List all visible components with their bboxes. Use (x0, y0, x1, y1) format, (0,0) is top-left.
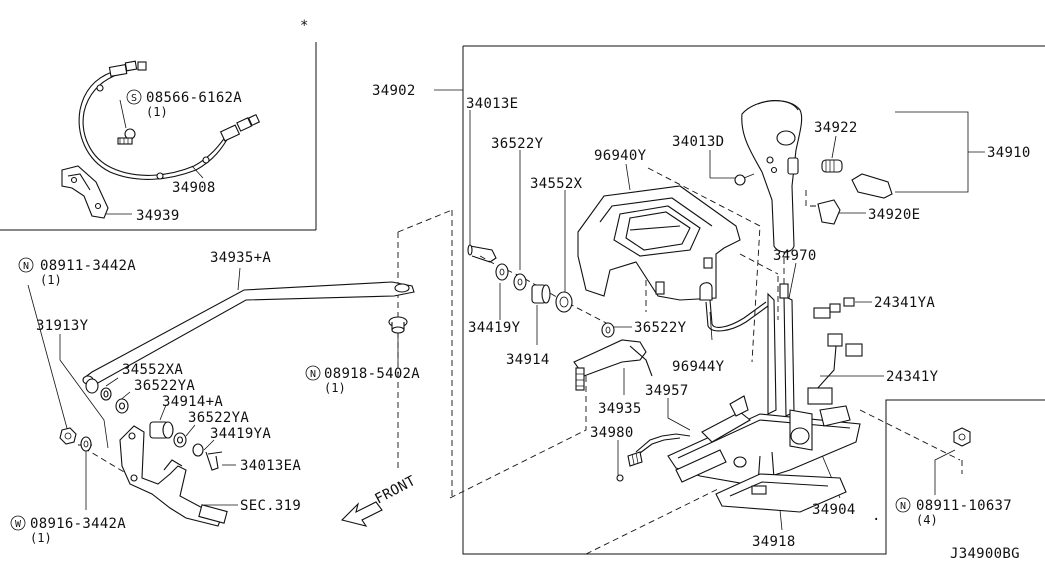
base-plate-34918 (715, 473, 847, 513)
pin-34980 (616, 451, 643, 482)
label-34902: 34902 (372, 83, 416, 99)
label-08916: 08916-3442A (30, 516, 126, 532)
bolt-08566 (117, 128, 136, 145)
label-08911-10637: 08911-10637 (916, 498, 1012, 514)
qty-08566: (1) (146, 105, 168, 119)
connector-24341y (807, 333, 863, 405)
label-36522y-mid: 36522Y (634, 320, 687, 336)
label-34013d: 34013D (672, 134, 724, 150)
bracket-34939 (61, 165, 109, 219)
shift-rod-34935 (573, 339, 653, 391)
label-08911-3442a: 08911-3442A (40, 258, 136, 274)
washer-36522y-mid (601, 322, 615, 338)
nut-08911-10637 (953, 427, 971, 447)
svg-text:W: W (15, 519, 22, 530)
label-36522ya-2: 36522YA (188, 410, 249, 426)
symbol-n-08911-10637: N (895, 497, 911, 513)
label-34552xa: 34552XA (122, 362, 183, 378)
label-34922: 34922 (814, 120, 858, 136)
main-assembly-frame (462, 45, 1045, 555)
symbol-w-08916: W (10, 515, 26, 531)
qty-08911-3442a: (1) (40, 273, 62, 287)
clip-34920e (817, 199, 841, 225)
label-34918: 34918 (752, 534, 796, 550)
label-36522y-top: 36522Y (491, 136, 544, 152)
symbol-s-08566: S (126, 89, 142, 105)
label-34910: 34910 (987, 145, 1031, 161)
grommet-08918 (388, 316, 408, 334)
drawing-id: J34900BG (950, 546, 1020, 562)
label-31913y: 31913Y (36, 318, 89, 334)
lever-assembly-34904 (667, 283, 861, 485)
shift-knob-34910 (741, 100, 803, 253)
label-96940y: 96940Y (594, 148, 647, 164)
label-sec319: SEC.319 (240, 498, 301, 514)
symbol-markers: S N N W N (10, 89, 911, 531)
label-34980: 34980 (590, 425, 634, 441)
connector-24341ya (813, 297, 855, 319)
bushing-34914 (531, 284, 551, 304)
qty-08918: (1) (324, 381, 346, 395)
clip-34013e (467, 244, 497, 263)
label-34914a: 34914+A (162, 394, 223, 410)
label-34904: 34904 (812, 502, 856, 518)
front-arrow (340, 501, 383, 527)
label-36522ya-1: 36522YA (134, 378, 195, 394)
label-34939: 34939 (136, 208, 180, 224)
sensor-cable-34908 (78, 60, 261, 180)
asterisk-mark: * (300, 18, 309, 34)
label-34920e: 34920E (868, 207, 920, 223)
symbol-n-08918: N (305, 365, 321, 381)
nut-08911-3442a (59, 427, 77, 445)
symbol-n-08911-3442a: N (18, 257, 34, 273)
label-34419y: 34419Y (468, 320, 521, 336)
qty-08911-10637: (4) (916, 513, 938, 527)
lever-31913y (119, 425, 228, 527)
label-front: FRONT (372, 473, 418, 508)
label-96944y: 96944Y (672, 359, 725, 375)
svg-text:S: S (131, 93, 137, 104)
label-34552x: 34552X (530, 176, 583, 192)
label-34935: 34935 (598, 401, 642, 417)
svg-text:N: N (310, 369, 316, 380)
washer-34419y (495, 263, 509, 281)
label-34935a: 34935+A (210, 250, 271, 266)
rod-34935a (82, 281, 415, 385)
spring-34957 (635, 433, 691, 457)
inset-frame (0, 42, 317, 231)
button-cap (851, 173, 893, 199)
clip-34013ea (205, 451, 223, 471)
label-08566: 08566-6162A (146, 90, 242, 106)
label-08918: 08918-5402A (324, 366, 420, 382)
button-34922 (821, 159, 843, 173)
label-34013ea: 34013EA (240, 458, 301, 474)
label-24341ya: 24341YA (874, 295, 935, 311)
leader-lines (27, 89, 985, 531)
dot-mark: . (872, 508, 881, 524)
svg-text:N: N (23, 261, 29, 272)
qty-08916: (1) (30, 531, 52, 545)
label-34908: 34908 (172, 180, 216, 196)
svg-text:N: N (900, 501, 906, 512)
label-34419ya: 34419YA (210, 426, 271, 442)
label-34957: 34957 (645, 383, 689, 399)
label-34970: 34970 (773, 248, 817, 264)
part-labels: 34902 34013E 36522Y 34552X 96940Y 34013D… (30, 18, 1031, 562)
lamp-harness-96944y (699, 282, 769, 332)
label-34914: 34914 (506, 352, 550, 368)
washer-stack-left (85, 378, 204, 457)
bushing-34552x (555, 291, 573, 313)
label-24341y: 24341Y (886, 369, 939, 385)
screw-34013d (734, 173, 755, 186)
finisher-96940y (577, 185, 741, 301)
washer-08916 (80, 436, 92, 452)
label-34013e: 34013E (466, 96, 518, 112)
washer-36522y-top (513, 273, 527, 291)
